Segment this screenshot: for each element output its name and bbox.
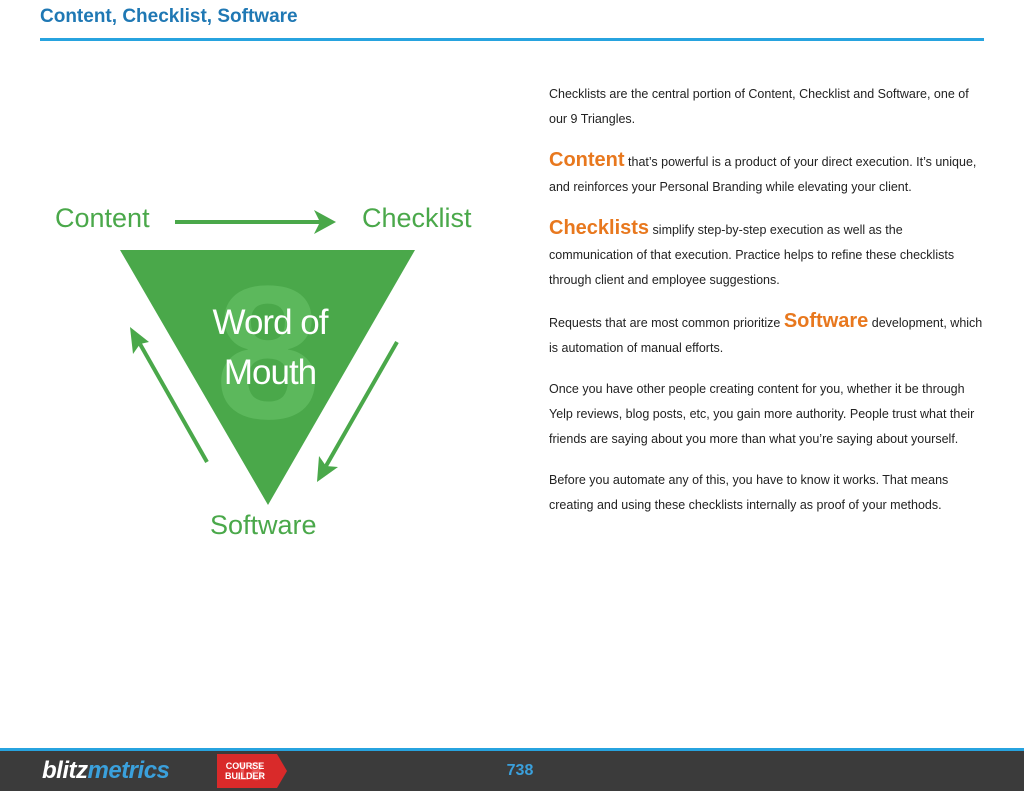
- diagram-label-checklist: Checklist: [362, 203, 472, 233]
- diagram-label-content: Content: [55, 203, 150, 233]
- paragraph-3-text: simplify step-by-step execution as well …: [549, 223, 955, 287]
- logo-text-metrics: metrics: [87, 757, 170, 784]
- page-title: Content, Checklist, Software: [40, 6, 298, 27]
- paragraph-4-text-before: Requests that are most common prioritize: [549, 316, 784, 330]
- logo-text-blitz: blitz: [42, 757, 88, 784]
- green-triangle: [120, 250, 415, 505]
- highlight-content: Content: [549, 149, 625, 171]
- highlight-checklists: Checklists: [549, 217, 650, 239]
- arrow-software-to-content: [130, 327, 209, 463]
- paragraph-4-text-after: development, which is automation of manu…: [549, 316, 983, 355]
- badge-line-course: COURSE: [225, 761, 265, 771]
- badge-line-builder: BUILDER: [225, 771, 265, 781]
- triangle-text-line1: Word of: [212, 303, 329, 342]
- paragraph-3: Checklists simplify step-by-step executi…: [549, 216, 984, 293]
- paragraph-5: Once you have other people creating cont…: [549, 382, 975, 446]
- paragraph-1: Checklists are the central portion of Co…: [549, 87, 969, 126]
- triangle-text-line2: Mouth: [223, 353, 317, 392]
- badge-number: 18: [234, 756, 264, 786]
- badge-shape: [217, 754, 287, 788]
- arrow-checklist-to-software: [317, 341, 399, 482]
- blitzmetrics-logo: blitzmetrics: [42, 757, 170, 785]
- paragraph-2-text: that’s powerful is a product of your dir…: [549, 155, 977, 194]
- paragraph-2: Content that’s powerful is a product of …: [549, 148, 984, 200]
- header-divider: [40, 38, 984, 41]
- page-number: 738: [506, 762, 534, 779]
- footer-divider: [0, 748, 1024, 751]
- paragraph-4: Requests that are most common prioritize…: [549, 309, 984, 361]
- highlight-software: Software: [783, 310, 869, 332]
- paragraph-6: Before you automate any of this, you hav…: [549, 473, 949, 512]
- course-builder-badge: 18 COURSE BUILDER: [217, 754, 287, 788]
- diagram-label-software: Software: [210, 510, 317, 540]
- body-text: Checklists are the central portion of Co…: [549, 82, 984, 534]
- triangle-diagram: 8 Content Checklist Software Word of Mou…: [40, 190, 500, 550]
- triangle-graphic: 8: [120, 210, 415, 505]
- watermark-number: 8: [215, 247, 321, 459]
- arrow-content-to-checklist: [175, 210, 336, 234]
- footer-bar: blitzmetrics 18 COURSE BUILDER 738: [0, 748, 1024, 791]
- triangle-center-text: Word of Mouth: [160, 298, 380, 398]
